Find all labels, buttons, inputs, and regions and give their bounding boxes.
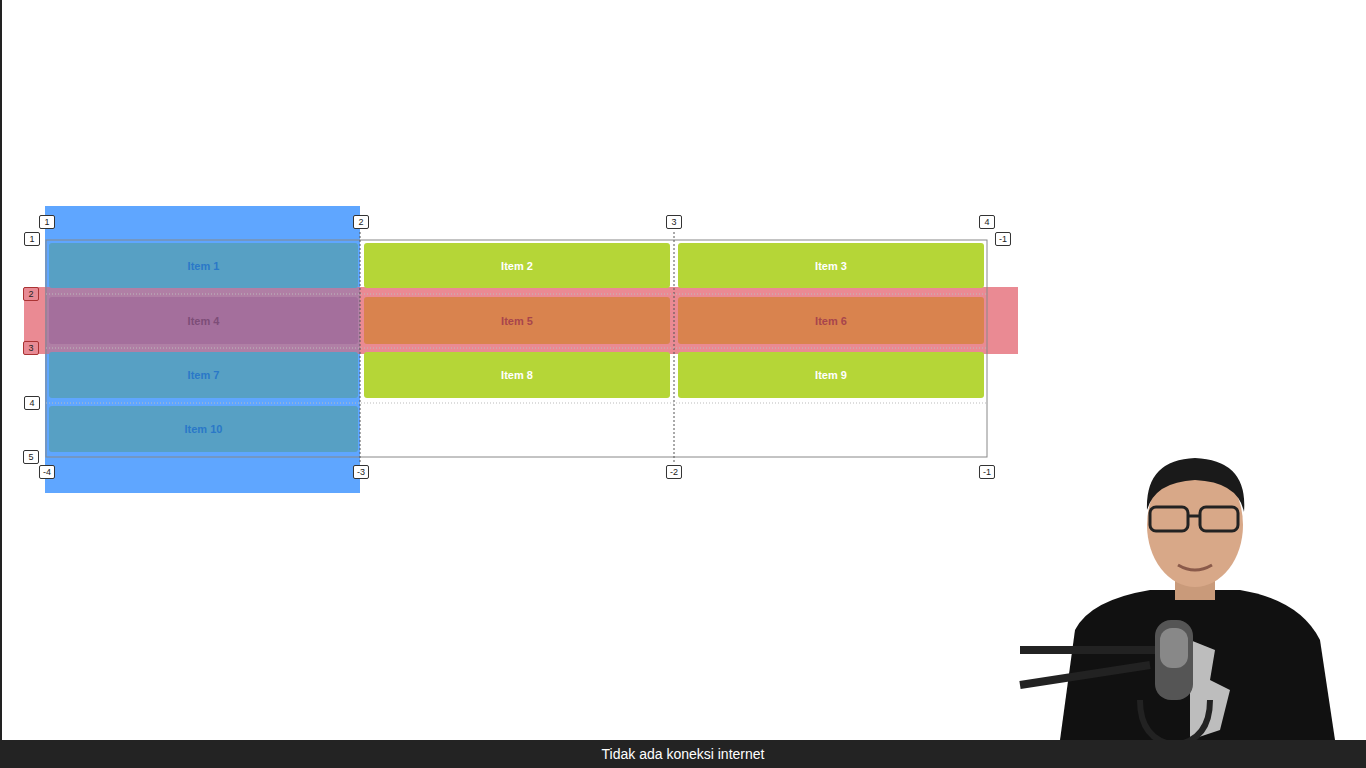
grid-item: Item 7 xyxy=(49,352,358,398)
row-line xyxy=(46,403,987,404)
microphone-grille xyxy=(1160,628,1188,668)
highlight-overlap xyxy=(45,287,360,354)
col-line-number: -3 xyxy=(353,465,369,479)
item-label: Item 3 xyxy=(815,260,847,272)
grid-item: Item 2 xyxy=(364,243,670,288)
row-line-number: 3 xyxy=(23,341,39,355)
row-highlight xyxy=(24,287,1018,354)
status-text: Tidak ada koneksi internet xyxy=(0,740,1366,768)
row-line-number: 4 xyxy=(24,396,40,410)
grid-item: Item 4 xyxy=(49,297,358,344)
row-line-number: 5 xyxy=(23,450,39,464)
presenter-mouth xyxy=(1178,565,1212,570)
item-label: Item 2 xyxy=(501,260,533,272)
item-label: Item 10 xyxy=(185,423,223,435)
window-edge xyxy=(0,0,2,740)
row-line-number: 2 xyxy=(23,287,39,301)
grid-border xyxy=(46,240,987,457)
shirt-print xyxy=(1190,640,1230,740)
grid-item: Item 5 xyxy=(364,297,670,344)
grid-item: Item 1 xyxy=(49,243,358,288)
col-line-number: 3 xyxy=(666,215,682,229)
presenter-hair xyxy=(1147,458,1244,512)
item-label: Item 6 xyxy=(815,315,847,327)
row-line-number: -1 xyxy=(995,232,1011,246)
glasses-bridge xyxy=(1188,515,1200,518)
grid-item: Item 6 xyxy=(678,297,984,344)
item-label: Item 9 xyxy=(815,369,847,381)
col-line-number: 1 xyxy=(39,215,55,229)
grid-item: Item 3 xyxy=(678,243,984,288)
glasses xyxy=(1200,507,1238,531)
col-line-number: 2 xyxy=(353,215,369,229)
col-line-number: -2 xyxy=(666,465,682,479)
col-line-number: -1 xyxy=(979,465,995,479)
presenter-shirt xyxy=(1060,590,1335,740)
col-line-number: -4 xyxy=(39,465,55,479)
item-label: Item 5 xyxy=(501,315,533,327)
row-line xyxy=(46,294,987,295)
mic-arm xyxy=(1020,646,1160,654)
grid-item: Item 8 xyxy=(364,352,670,398)
grid-item: Item 9 xyxy=(678,352,984,398)
column-highlight xyxy=(45,206,360,493)
item-label: Item 1 xyxy=(188,260,220,272)
microphone xyxy=(1155,620,1193,700)
column-line xyxy=(360,232,361,463)
mic-mount xyxy=(1140,700,1210,745)
item-label: Item 4 xyxy=(188,315,220,327)
col-line-number: 4 xyxy=(979,215,995,229)
glasses xyxy=(1150,507,1188,531)
row-line-number: 1 xyxy=(24,232,40,246)
grid-item: Item 10 xyxy=(49,406,358,452)
mic-arm xyxy=(1020,665,1150,685)
item-label: Item 8 xyxy=(501,369,533,381)
row-line xyxy=(46,348,987,349)
item-label: Item 7 xyxy=(188,369,220,381)
